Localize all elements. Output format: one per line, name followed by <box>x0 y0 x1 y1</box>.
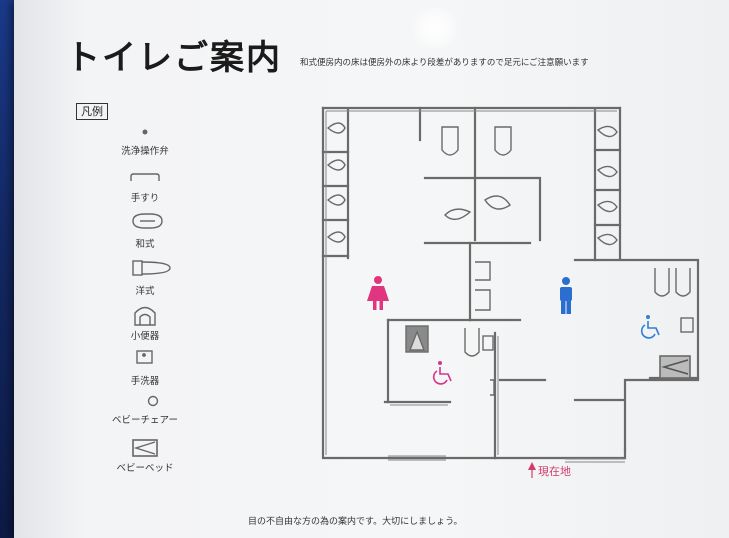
legend-label-handrail: 手すり <box>130 193 160 204</box>
legend-label-urinal: 小便器 <box>130 331 160 342</box>
wheelchair-icon-women <box>432 361 452 385</box>
footer-note: 目の不自由な方の為の案内です。大切にしましょう。 <box>248 517 463 527</box>
sign-title: トイレご案内 <box>66 38 282 78</box>
baby-bed-men <box>659 355 691 379</box>
legend-label-baby-chair: ベビーチェアー <box>112 415 178 426</box>
legend-heading: 凡例 <box>76 103 108 120</box>
legend-label-baby-bed: ベビーベッド <box>116 463 174 474</box>
female-figure-icon <box>367 276 389 310</box>
handrail-icon <box>130 173 160 181</box>
hand-wash-basin-icon <box>136 350 153 364</box>
baby-chair-icon <box>147 395 159 407</box>
light-glare <box>405 8 465 48</box>
flush-valve-icon <box>142 129 148 135</box>
floor-step-notice: 和式便房内の床は便房外の床より段差がありますので足元にご注意願います <box>300 58 589 68</box>
baby-bed-icon <box>132 439 158 457</box>
legend-label-hand-wash-basin: 手洗器 <box>130 376 160 387</box>
legend-label-western-toilet: 洋式 <box>135 286 155 297</box>
legend-label-flush-valve: 洗浄操作弁 <box>121 146 169 157</box>
male-figure-icon <box>560 277 572 314</box>
western-toilet-icon <box>132 260 171 276</box>
current-location-marker <box>528 462 536 478</box>
legend-label-japanese-toilet: 和式 <box>135 239 155 250</box>
current-location-label: 現在地 <box>538 465 571 478</box>
japanese-toilet-icon <box>132 213 163 229</box>
baby-bed-women <box>405 325 429 353</box>
wheelchair-icon-men <box>640 315 660 339</box>
urinal-icon <box>134 306 156 326</box>
